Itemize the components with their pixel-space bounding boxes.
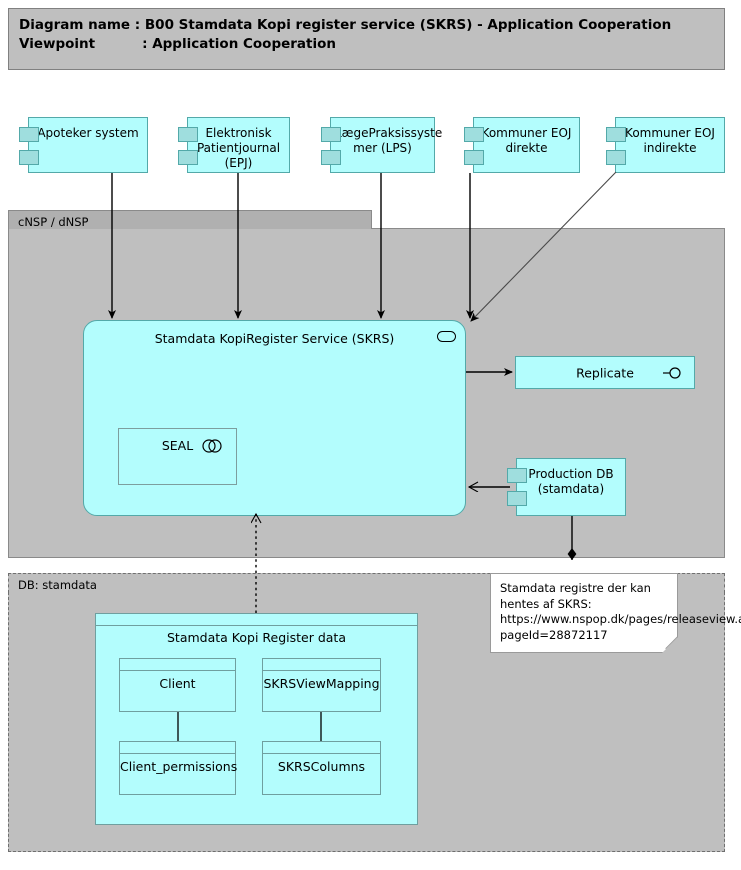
application-interface-label: Replicate bbox=[576, 365, 634, 380]
component-tab-icon bbox=[19, 150, 39, 165]
component-tab-icon bbox=[464, 150, 484, 165]
application-interface-replicate[interactable]: Replicate bbox=[515, 356, 695, 389]
diagram-name-line: Diagram name : B00 Stamdata Kopi registe… bbox=[19, 17, 672, 33]
data-object-header-bar bbox=[263, 742, 380, 754]
component-tab-icon bbox=[178, 127, 198, 142]
component-tab-icon bbox=[606, 127, 626, 142]
application-collaboration-label: SEAL bbox=[161, 438, 194, 453]
component-tab-icon bbox=[19, 127, 39, 142]
diagram-title-box: Diagram name : B00 Stamdata Kopi registe… bbox=[8, 8, 725, 70]
data-object-header-bar bbox=[263, 659, 380, 671]
application-service-label: Stamdata KopiRegister Service (SKRS) bbox=[154, 331, 395, 346]
component-tab-icon bbox=[178, 150, 198, 165]
component-label: Apoteker system bbox=[37, 126, 139, 140]
component-tab-icon bbox=[464, 127, 484, 142]
data-object-label: SKRSViewMapping bbox=[263, 676, 380, 691]
component-tab-icon bbox=[321, 150, 341, 165]
note-stamdata-registre[interactable]: Stamdata registre der kan hentes af SKRS… bbox=[490, 573, 741, 653]
data-object-label: Stamdata Kopi Register data bbox=[167, 630, 346, 645]
data-object-label: Client_permissions bbox=[120, 759, 238, 774]
application-collaboration-seal[interactable]: SEAL bbox=[118, 428, 237, 485]
application-interface-icon bbox=[663, 366, 681, 379]
data-object-skrscolumns[interactable]: SKRSColumns bbox=[262, 741, 381, 795]
component-tab-icon bbox=[507, 491, 527, 506]
data-object-label: Client bbox=[159, 676, 196, 691]
component-tab-icon bbox=[507, 468, 527, 483]
component-label: Production DB(stamdata) bbox=[528, 467, 614, 496]
component-production-db[interactable]: Production DB(stamdata) bbox=[507, 458, 626, 516]
component-tab-icon bbox=[321, 127, 341, 142]
data-object-header-bar bbox=[120, 742, 235, 754]
group-nsp-label: cNSP / dNSP bbox=[18, 215, 89, 229]
data-object-label: SKRSColumns bbox=[277, 759, 366, 774]
data-object-header-bar bbox=[96, 614, 417, 626]
component-tab-icon bbox=[606, 150, 626, 165]
group-nsp-tab: cNSP / dNSP bbox=[8, 210, 372, 229]
data-object-skrsviewmapping[interactable]: SKRSViewMapping bbox=[262, 658, 381, 712]
data-object-client[interactable]: Client bbox=[119, 658, 236, 712]
data-object-header-bar bbox=[120, 659, 235, 671]
application-service-icon bbox=[437, 331, 456, 342]
component-apoteker-system[interactable]: Apoteker system bbox=[19, 117, 148, 173]
viewpoint-line: Viewpoint : Application Cooperation bbox=[19, 36, 337, 52]
note-text: Stamdata registre der kan hentes af SKRS… bbox=[500, 581, 741, 642]
application-collaboration-icon bbox=[202, 439, 222, 453]
group-db-label: DB: stamdata bbox=[18, 578, 97, 592]
application-service-skrs[interactable]: Stamdata KopiRegister Service (SKRS) bbox=[83, 320, 466, 516]
data-object-client-permissions[interactable]: Client_permissions bbox=[119, 741, 238, 795]
note-fold-corner bbox=[662, 637, 678, 653]
